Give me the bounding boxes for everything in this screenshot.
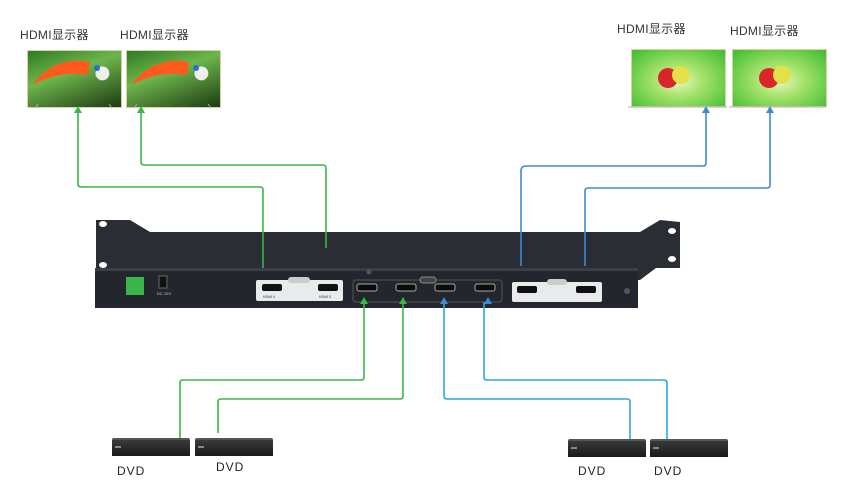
input-group-badge	[419, 276, 437, 284]
screw-icon	[624, 288, 630, 294]
dvd-label-4: DVD	[654, 464, 683, 478]
dvd-player-3	[568, 439, 646, 457]
display-label-3: HDMI显示器	[617, 22, 686, 36]
line-output-1-to-display-4	[584, 111, 771, 266]
line-dvd-3-to-input-2	[443, 302, 631, 439]
hdmi-display-1	[27, 50, 122, 108]
line-output-3-to-display-2	[140, 112, 327, 248]
line-output-2-to-display-3	[520, 111, 707, 266]
display-label-1: HDMI显示器	[20, 28, 89, 42]
dvd-player-4	[650, 439, 728, 457]
arrow-up-icon	[360, 297, 492, 304]
display-label-2: HDMI显示器	[120, 28, 189, 42]
port-label: HDMI 4	[263, 295, 275, 299]
dvd-label-2: DVD	[216, 460, 245, 474]
dvd-player-1	[112, 438, 190, 456]
hdmi-input-port-1[interactable]	[474, 283, 496, 292]
hdmi-output-port-3[interactable]	[318, 284, 338, 291]
hdmi-output-port-2[interactable]	[517, 286, 537, 293]
display-label-4: HDMI显示器	[730, 24, 799, 38]
dvd-label-3: DVD	[578, 464, 607, 478]
hdmi-input-port-2[interactable]	[434, 283, 456, 292]
screw-icon	[366, 269, 372, 275]
line-dvd-1-to-input-4	[179, 302, 365, 438]
power-jack	[158, 275, 168, 289]
dvd-label-1: DVD	[117, 464, 146, 478]
line-output-4-to-display-1	[77, 112, 264, 268]
output-group-badge-right	[547, 279, 567, 285]
hdmi-output-port-4[interactable]	[262, 284, 282, 291]
port-label: HDMI 3	[319, 295, 331, 299]
power-label: DC 12V	[157, 291, 171, 296]
toucan-icon	[32, 60, 199, 85]
line-dvd-2-to-input-3	[217, 302, 404, 433]
hdmi-output-port-1[interactable]	[576, 286, 596, 293]
apple-icon	[658, 66, 791, 88]
output-group-badge-left	[288, 277, 310, 283]
hdmi-input-port-3[interactable]	[395, 283, 417, 292]
terminal-block	[126, 277, 144, 295]
line-dvd-4-to-input-1	[483, 302, 668, 439]
arrow-up-icon	[74, 106, 774, 113]
display-stand	[34, 103, 826, 109]
dvd-player-2	[195, 438, 273, 456]
hdmi-input-port-4[interactable]	[356, 283, 378, 292]
